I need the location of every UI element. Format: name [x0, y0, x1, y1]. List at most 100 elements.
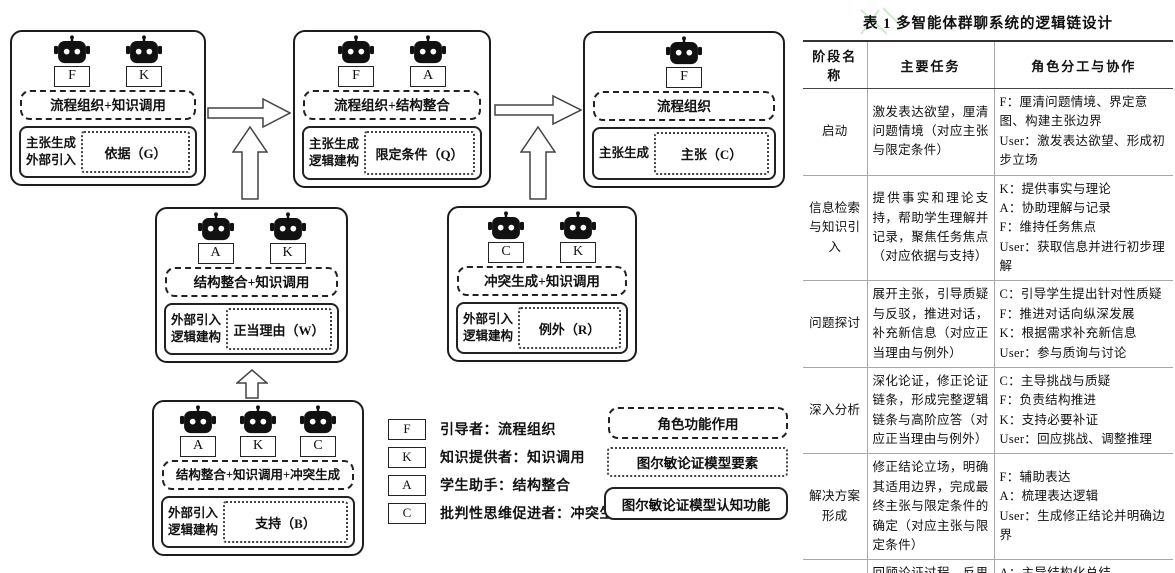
stage-box-claim-ground: F K 流程组织+知识调用 主张生成 外部引入 依据（G）: [10, 30, 206, 186]
flow-arrow-up-3: [236, 369, 268, 399]
cognitive-box: 外部引入 逻辑建构 支持（B）: [161, 496, 355, 548]
cognitive-label: 外部引入 逻辑建构: [171, 313, 222, 344]
robot-icon: [126, 35, 162, 64]
element-box: 正当理由（W）: [226, 308, 332, 350]
robot-icon: [240, 405, 276, 434]
robot-icon: [300, 405, 336, 434]
flow-arrow-up-2: [520, 126, 556, 200]
flow-arrow-up-1: [232, 126, 268, 200]
col-header-roles: 角色分工与协作: [994, 40, 1173, 89]
element-box: 限定条件（Q）: [364, 131, 475, 175]
agent-unit: C: [300, 405, 336, 457]
flow-arrow-right-1: [207, 97, 291, 129]
cognitive-label: 主张生成: [599, 146, 650, 161]
robot-icon: [410, 35, 446, 64]
robot-icon: [54, 35, 90, 64]
robot-row: F A: [295, 32, 489, 87]
robot-icon: [269, 212, 306, 241]
cell-task: 激发表达欲望，厘清问题情境（对应主张与限定条件）: [867, 88, 995, 176]
robot-icon: [180, 405, 216, 434]
table-grid: 阶段名称 主要任务 角色分工与协作 启动 激发表达欲望，厘清问题情境（对应主张与…: [803, 40, 1173, 573]
element-box: 依据（G）: [81, 131, 190, 173]
robot-row: A K: [157, 209, 346, 264]
agent-letter: K: [560, 242, 596, 263]
watermark-mark: [860, 7, 902, 35]
agent-letter: C: [488, 242, 524, 263]
cell-roles: A：主导结构化总结 K、F：辅助总结 User：反思论证过程与成果: [994, 559, 1173, 573]
cell-roles: C：引导学生提出针对性质疑 F：推进对话向纵深发展 K：根据需求补充新信息 Us…: [994, 280, 1173, 368]
cell-roles: F：辅助表达 A：梳理表达逻辑 User：生成修正结论并明确边界: [994, 453, 1173, 561]
robot-row: C K: [449, 208, 635, 263]
legend-role-text: 学生助手：结构整合: [440, 479, 571, 494]
agent-unit: K: [560, 211, 596, 263]
stage-box-claim: F 流程组织 主张生成 主张（C）: [583, 31, 785, 188]
stage-box-warrant: A K 结构整合+知识调用 外部引入 逻辑建构 正当理由（W）: [155, 207, 348, 363]
col-header-stage: 阶段名称: [803, 40, 868, 89]
stage-box-claim-qualifier: F A 流程组织+结构整合 主张生成 逻辑建构 限定条件（Q）: [293, 30, 491, 188]
legend-role-text: 引导者：流程组织: [440, 423, 556, 438]
stage-box-rebuttal: C K 冲突生成+知识调用 外部引入 逻辑建构 例外（R）: [447, 206, 637, 362]
table-row: 信息检索与知识引入 提供事实和理论支持，帮助学生理解并记录，聚焦任务焦点（对应依…: [803, 175, 1173, 282]
agent-unit: A: [410, 35, 446, 87]
function-box: 流程组织+知识调用: [20, 90, 196, 120]
cell-stage: 深入分析: [803, 367, 868, 455]
cognitive-box: 主张生成 主张（C）: [592, 127, 776, 180]
function-box: 流程组织+结构整合: [303, 90, 481, 120]
agent-letter: K: [269, 243, 306, 264]
robot-row: F K: [12, 32, 204, 87]
flow-arrow-right-2: [494, 94, 582, 126]
cognitive-label: 主张生成 外部引入: [26, 136, 77, 167]
table-header-row: 阶段名称 主要任务 角色分工与协作: [803, 40, 1173, 89]
agent-letter: A: [410, 66, 446, 87]
legend-role-text: 批判性思维促进者：冲突生成: [440, 507, 629, 522]
agent-letter: K: [240, 436, 276, 457]
robot-row: A K C: [154, 402, 362, 457]
cognitive-box: 外部引入 逻辑建构 例外（R）: [456, 302, 628, 354]
element-box: 例外（R）: [518, 307, 621, 349]
cell-task: 展开主张，引导质疑与反驳，推进对话，补充新信息（对应正当理由与例外）: [867, 280, 995, 368]
cell-stage: 问题探讨: [803, 280, 868, 368]
table-row: 深入分析 深化论证，修正论证链条，形成完整逻辑链条与高阶应答（对应正当理由与例外…: [803, 367, 1173, 455]
robot-icon: [666, 36, 702, 65]
cell-stage: 启动: [803, 88, 868, 176]
stage-box-backing: A K C 结构整合+知识调用+冲突生成 外部引入 逻辑建构 支持（B）: [152, 400, 364, 556]
table-row: 启动 激发表达欲望，厘清问题情境（对应主张与限定条件） F：厘清问题情境、界定意…: [803, 88, 1173, 176]
element-box: 支持（B）: [223, 501, 348, 543]
agent-letter: F: [666, 67, 702, 88]
cognitive-label: 主张生成 逻辑建构: [309, 137, 360, 168]
col-header-task: 主要任务: [867, 40, 995, 89]
cognitive-box: 主张生成 外部引入 依据（G）: [19, 126, 197, 178]
agent-letter: C: [300, 436, 336, 457]
cell-roles: C：主导挑战与质疑 F：负责结构推进 K：支持必要补证 User：回应挑战、调整…: [994, 367, 1173, 455]
legend-row-knowledge-provider: K 知识提供者：知识调用: [388, 446, 585, 468]
agent-letter: K: [126, 66, 162, 87]
agent-unit: F: [338, 35, 374, 87]
legend-style-toulmin-cognitive-function: 图尔敏论证模型认知功能: [604, 487, 788, 520]
table-row: 总结与反思 回顾论证过程，反思推理完整性，将局部对话转化为整体理解 A：主导结构…: [803, 559, 1173, 573]
robot-icon: [560, 211, 596, 240]
legend-row-student-assistant: A 学生助手：结构整合: [388, 474, 571, 496]
cell-task: 修正结论立场，明确其适用边界，完成最终主张与限定条件的确定（对应主张与限定条件）: [867, 453, 995, 561]
legend-letter-box: F: [388, 418, 426, 440]
cell-roles: K：提供事实与理论 A：协助理解与记录 F：维持任务焦点 User：获取信息并进…: [994, 175, 1173, 282]
cognitive-box: 外部引入 逻辑建构 正当理由（W）: [164, 303, 339, 355]
cell-stage: 总结与反思: [803, 559, 868, 573]
legend-letter-box: C: [388, 502, 426, 524]
robot-icon: [197, 212, 234, 241]
agent-letter: A: [197, 243, 234, 264]
legend-style-role-function: 角色功能作用: [608, 407, 788, 439]
agent-unit: K: [240, 405, 276, 457]
agent-unit: F: [54, 35, 90, 87]
function-box: 结构整合+知识调用+冲突生成: [162, 460, 354, 490]
logic-chain-table: 表 1 多智能体群聊系统的逻辑链设计 阶段名称 主要任务 角色分工与协作 启动 …: [803, 6, 1173, 573]
legend-style-toulmin-element: 图尔敏论证模型要素: [607, 447, 788, 477]
agent-unit: F: [666, 36, 702, 88]
legend-letter-box: K: [388, 446, 426, 468]
cell-roles: F：厘清问题情境、界定意图、构建主张边界 User：激发表达欲望、形成初步立场: [994, 88, 1173, 176]
legend-row-facilitator: F 引导者：流程组织: [388, 418, 556, 440]
function-box: 冲突生成+知识调用: [457, 266, 627, 296]
robot-icon: [338, 35, 374, 64]
cell-task: 提供事实和理论支持，帮助学生理解并记录，聚焦任务焦点（对应依据与支持）: [867, 175, 995, 282]
agent-letter: A: [180, 436, 216, 457]
